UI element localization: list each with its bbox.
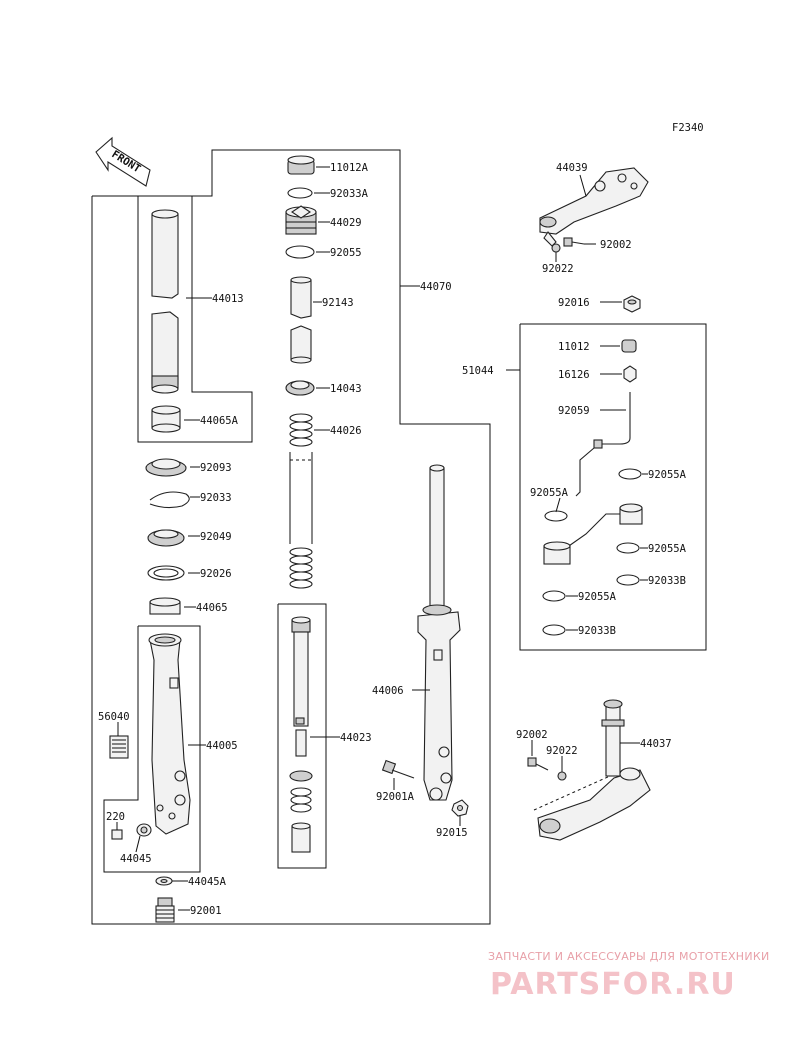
group-box-44013 (137, 195, 253, 443)
ring-92033B-1 (616, 574, 640, 586)
spacer-92143 (290, 276, 312, 364)
label-44029: 44029 (330, 217, 362, 229)
spring-seat-14043 (285, 380, 315, 396)
o-ring-92055A-4 (542, 590, 566, 602)
label-92049: 92049 (200, 531, 232, 543)
watermark-logo: PARTSFOR.RU (490, 967, 736, 1002)
label-51044: 51044 (462, 365, 494, 377)
watermark-caption: ЗАПЧАСТИ И АКСЕССУАРЫ ДЛЯ МОТОТЕХНИКИ (488, 950, 770, 963)
cap-11012 (621, 339, 637, 353)
label-92059: 92059 (558, 405, 590, 417)
o-ring-92055A-3 (616, 542, 640, 554)
label-92033B-2: 92033B (578, 625, 616, 637)
label-92001: 92001 (190, 905, 222, 917)
plug-220 (111, 829, 123, 840)
bushing-44065A (151, 405, 181, 433)
label-16126: 16126 (558, 369, 590, 381)
outer-tube-44005 (148, 633, 191, 835)
label-92033: 92033 (200, 492, 232, 504)
ring-92033A (287, 187, 313, 199)
label-92015: 92015 (436, 827, 468, 839)
label-44023: 44023 (340, 732, 372, 744)
label-92002-bottom: 92002 (516, 729, 548, 741)
label-220: 220 (106, 811, 125, 823)
ring-92033B-2 (542, 624, 566, 636)
label-44006: 44006 (372, 685, 404, 697)
label-92001A: 92001A (376, 791, 415, 803)
label-92002-top: 92002 (600, 239, 632, 251)
label-11012A: 11012A (330, 162, 369, 174)
label-92033B-1: 92033B (648, 575, 686, 587)
label-14043: 14043 (330, 383, 362, 395)
label-44039: 44039 (556, 162, 588, 174)
label-44070: 44070 (420, 281, 452, 293)
label-44045A: 44045A (188, 876, 227, 888)
bolt-92002-top (563, 237, 585, 247)
label-44037: 44037 (640, 738, 672, 750)
cap-11012A (287, 155, 315, 175)
group-box-51044 (519, 323, 707, 651)
top-plug-44029 (285, 205, 317, 235)
bushing-44065 (149, 597, 181, 615)
nut-92015 (451, 799, 469, 817)
front-direction-arrow: FRONT (95, 136, 151, 187)
label-44013: 44013 (212, 293, 244, 305)
washer-92026 (147, 565, 185, 581)
oil-seal-92049 (147, 529, 185, 547)
air-joint-assembly (543, 503, 643, 565)
bolt-92001A (381, 759, 415, 779)
stem-bracket-44037 (537, 699, 651, 841)
washer-92022-top (551, 243, 561, 253)
upper-bracket-44039 (539, 167, 649, 247)
label-44065A: 44065A (200, 415, 239, 427)
label-92055A-4: 92055A (578, 591, 617, 603)
label-92093: 92093 (200, 462, 232, 474)
o-ring-92055 (285, 245, 315, 259)
label-plate-56040 (109, 735, 129, 759)
label-92055: 92055 (330, 247, 362, 259)
label-92026: 92026 (200, 568, 232, 580)
label-44026: 44026 (330, 425, 362, 437)
label-44005: 44005 (206, 740, 238, 752)
inner-tube-44013 (151, 209, 179, 394)
label-92055A-2: 92055A (530, 487, 569, 499)
label-56040: 56040 (98, 711, 130, 723)
assembly-bracket-44070 (91, 149, 491, 925)
label-44065: 44065 (196, 602, 228, 614)
dust-seal-92093 (145, 458, 187, 477)
label-44045: 44045 (120, 853, 152, 865)
valve-16126 (623, 365, 637, 383)
label-92022-top: 92022 (542, 263, 574, 275)
bolt-92001 (155, 897, 175, 923)
circlip-92033 (149, 491, 190, 509)
fork-spring-44026 (289, 413, 313, 589)
label-92055A-1: 92055A (648, 469, 687, 481)
label-92022-bottom: 92022 (546, 745, 578, 757)
o-ring-92055A-1 (618, 468, 642, 480)
fork-leg-44006 (417, 464, 461, 801)
label-92055A-3: 92055A (648, 543, 687, 555)
washer-44045 (136, 823, 152, 837)
damper-rod-44023 (289, 616, 313, 853)
washer-92022-bottom (557, 771, 567, 781)
label-92016: 92016 (558, 297, 590, 309)
figure-code: F2340 (672, 122, 704, 134)
label-11012: 11012 (558, 341, 590, 353)
hose-92059 (575, 392, 631, 497)
front-label: FRONT (109, 148, 142, 175)
label-92143: 92143 (322, 297, 354, 309)
label-92033A: 92033A (330, 188, 369, 200)
group-box-44023 (277, 603, 327, 869)
bolt-92002-bottom (527, 757, 549, 771)
group-box-44005 (103, 625, 201, 873)
washer-44045A (155, 876, 173, 886)
nut-92016 (623, 295, 641, 313)
